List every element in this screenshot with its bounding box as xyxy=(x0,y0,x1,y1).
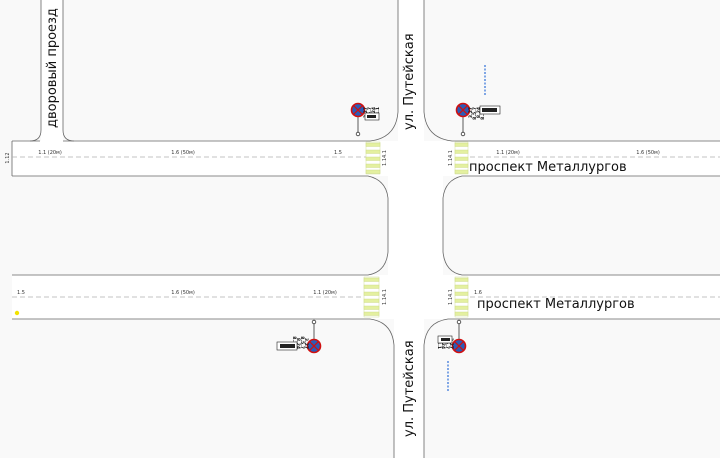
marking-label: 1.14.1 xyxy=(382,289,388,305)
road-edges xyxy=(11,0,720,458)
sign-cross-icon xyxy=(353,105,363,115)
sign-cross-icon xyxy=(458,105,468,115)
marking-label: 1.14.1 xyxy=(448,150,454,166)
marking-label: 1.1 (20м) xyxy=(38,150,62,156)
sign-cross-icon xyxy=(454,341,464,351)
marker-point xyxy=(14,310,20,316)
sign-code: 8.5.7 xyxy=(472,107,478,120)
marking-label: 1.6 (50м) xyxy=(636,150,660,156)
marking-label: 1.14.1 xyxy=(382,150,388,166)
centerlines xyxy=(12,156,720,298)
sign-code: 8.24 xyxy=(476,107,482,118)
zebra-upper-left xyxy=(365,141,381,175)
zebra-lower-right xyxy=(454,276,469,318)
sign-code: 8.24 xyxy=(295,338,301,349)
street-label-metallurgov-south: проспект Металлургов xyxy=(477,297,635,312)
sign-code: 8.24 xyxy=(440,338,446,349)
marking-label: 1.5 xyxy=(17,290,25,296)
marking-label: 1.1 (20м) xyxy=(496,150,520,156)
sign-code: 8.5.7 xyxy=(299,336,305,349)
street-label-puteyskaya-south: ул. Путейская xyxy=(402,340,417,437)
sign-code: 3.27 xyxy=(303,338,309,349)
marking-label: 1.6 (50м) xyxy=(171,150,195,156)
sign-code: 8.24 xyxy=(371,107,377,118)
dvorovy-proezd-road xyxy=(41,0,63,141)
tow-truck-icon xyxy=(367,115,376,118)
marking-label: 1.6 (50м) xyxy=(171,290,195,296)
tow-truck-icon xyxy=(482,108,497,112)
road-surface xyxy=(12,0,720,458)
zebra-lower-left xyxy=(363,276,380,318)
sign-post-base xyxy=(460,131,466,137)
street-names: дворовый проезд ул. Путейская ул. Путейс… xyxy=(45,8,635,437)
sign-group-bottom-left: 3.27 8.5.7 8.24 8.2.3 xyxy=(276,319,322,354)
puteyskaya-north-road xyxy=(398,0,424,141)
marking-label: 1.1 (20м) xyxy=(313,290,337,296)
sign-group-bottom-right: 3.27 8.5.7 8.24 8.4.1 xyxy=(436,319,467,391)
sign-post-base xyxy=(311,319,317,325)
sign-code: 3.27 xyxy=(468,107,474,118)
marking-label: 1.14.1 xyxy=(448,289,454,305)
marking-labels: 1.12 1.1 (20м) 1.6 (50м) 1.5 1.14.1 1.14… xyxy=(5,150,660,305)
street-label-metallurgov-north: проспект Металлургов xyxy=(469,160,627,175)
street-label-dvorovy-proezd: дворовый проезд xyxy=(45,8,60,128)
marking-label: 1.5 xyxy=(334,150,342,156)
puteyskaya-south-road xyxy=(394,319,424,458)
median-crossing xyxy=(388,176,443,275)
sign-code: 3.27 xyxy=(448,338,454,349)
zebra-upper-right xyxy=(454,141,469,175)
sign-post-base xyxy=(456,319,462,325)
sign-group-top-left: 3.27 8.5.7 8.24 8.4.1 xyxy=(350,102,381,137)
marking-label: 1.12 xyxy=(5,152,11,163)
sign-post-base xyxy=(355,131,361,137)
marking-label: 1.6 xyxy=(474,290,482,296)
street-label-puteyskaya-north: ул. Путейская xyxy=(402,33,417,130)
tow-truck-icon xyxy=(441,338,450,341)
zebra-crossings xyxy=(363,141,469,318)
sign-group-top-right: 3.27 8.5.7 8.24 8.2.3 xyxy=(455,65,501,137)
sign-cross-icon xyxy=(309,341,319,351)
tow-truck-icon xyxy=(280,344,295,348)
sign-code: 3.27 xyxy=(363,107,369,118)
